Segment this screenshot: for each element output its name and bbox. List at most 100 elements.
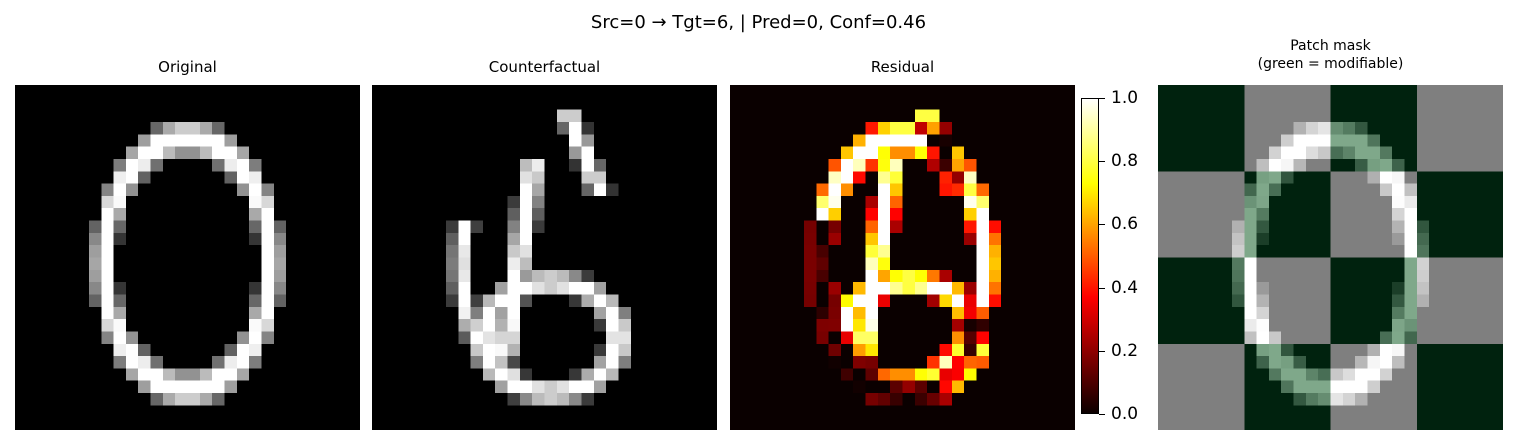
modifiable-patch-pixel: [1490, 245, 1503, 258]
residual-pixel: [890, 368, 903, 381]
original-pixel: [212, 368, 225, 381]
original-pixel: [212, 257, 225, 271]
original-pixel: [88, 405, 102, 418]
residual-pixel: [964, 195, 977, 209]
original-pixel: [187, 109, 201, 123]
counterfactual-pixel: [704, 257, 717, 271]
modifiable-patch-pixel: [1429, 208, 1442, 221]
counterfactual-pixel: [544, 245, 558, 258]
residual-pixel: [791, 195, 805, 209]
counterfactual-pixel: [372, 146, 385, 160]
original-pixel: [27, 343, 40, 357]
modifiable-patch-pixel: [1158, 294, 1171, 308]
counterfactual-pixel: [643, 195, 656, 209]
colorbar-tick-mark: [1099, 98, 1105, 99]
fixed-patch-pixel: [1416, 97, 1430, 110]
modifiable-patch-pixel: [1342, 294, 1356, 308]
counterfactual-pixel: [507, 393, 521, 406]
residual-pixel: [779, 195, 792, 209]
residual-pixel: [1001, 109, 1014, 123]
residual-pixel: [766, 109, 780, 123]
residual-pixel: [939, 232, 953, 246]
fixed-patch-pixel: [1281, 109, 1294, 123]
counterfactual-pixel: [643, 109, 656, 123]
original-pixel: [224, 158, 238, 172]
original-pixel: [323, 220, 336, 234]
counterfactual-pixel: [384, 232, 397, 246]
original-pixel: [125, 294, 139, 308]
original-pixel: [323, 195, 336, 209]
residual-pixel: [766, 269, 780, 283]
residual-pixel: [865, 306, 879, 320]
modifiable-patch-pixel: [1293, 380, 1307, 394]
fixed-patch-pixel: [1379, 195, 1393, 209]
original-pixel: [199, 158, 213, 172]
residual-pixel: [742, 146, 755, 160]
modifiable-patch-pixel: [1293, 368, 1307, 381]
counterfactual-pixel: [606, 282, 619, 295]
modifiable-patch-pixel: [1194, 158, 1208, 172]
residual-pixel: [1013, 232, 1026, 246]
modifiable-patch-pixel: [1256, 380, 1270, 394]
modifiable-patch-pixel: [1268, 245, 1282, 258]
original-pixel: [310, 257, 324, 271]
fixed-patch-pixel: [1318, 134, 1331, 147]
counterfactual-pixel: [655, 134, 668, 147]
counterfactual-pixel: [372, 368, 385, 381]
modifiable-patch-pixel: [1268, 356, 1282, 369]
fixed-patch-pixel: [1453, 269, 1467, 283]
counterfactual-pixel: [606, 220, 619, 234]
residual-pixel: [1013, 306, 1026, 320]
residual-pixel: [964, 269, 977, 283]
original-pixel: [298, 183, 311, 197]
counterfactual-pixel: [433, 294, 447, 308]
residual-pixel: [865, 208, 879, 221]
counterfactual-pixel: [519, 331, 533, 344]
counterfactual-pixel: [569, 146, 582, 160]
fixed-patch-pixel: [1379, 393, 1393, 406]
residual-pixel: [1025, 294, 1039, 308]
original-pixel: [212, 183, 225, 197]
modifiable-patch-pixel: [1231, 121, 1245, 135]
counterfactual-pixel: [581, 109, 595, 123]
fixed-patch-pixel: [1182, 171, 1196, 184]
original-pixel: [286, 220, 299, 234]
counterfactual-pixel: [704, 183, 717, 197]
original-pixel: [249, 368, 262, 381]
counterfactual-pixel: [396, 380, 410, 394]
original-pixel: [76, 343, 90, 357]
original-pixel: [113, 417, 127, 430]
counterfactual-pixel: [704, 269, 717, 283]
panel-title-residual: Residual: [870, 58, 935, 76]
original-pixel: [88, 343, 102, 357]
original-pixel: [298, 269, 311, 283]
residual-pixel: [853, 232, 866, 246]
residual-pixel: [779, 146, 792, 160]
counterfactual-pixel: [643, 282, 656, 295]
counterfactual-pixel: [482, 245, 496, 258]
original-pixel: [51, 195, 65, 209]
counterfactual-pixel: [495, 343, 508, 357]
counterfactual-pixel: [495, 417, 508, 430]
original-pixel: [224, 294, 238, 308]
counterfactual-pixel: [581, 331, 595, 344]
panel-title-original: Original: [158, 58, 217, 76]
original-pixel: [273, 245, 287, 258]
residual-pixel: [1038, 269, 1051, 283]
residual-pixel: [766, 85, 780, 98]
original-pixel: [224, 109, 238, 123]
original-pixel: [162, 417, 176, 430]
fixed-patch-pixel: [1170, 380, 1183, 394]
counterfactual-pixel: [692, 146, 705, 160]
original-pixel: [187, 134, 201, 147]
fixed-patch-pixel: [1330, 220, 1344, 234]
counterfactual-pixel: [643, 306, 656, 320]
original-pixel: [286, 380, 299, 394]
counterfactual-pixel: [618, 195, 631, 209]
modifiable-patch-pixel: [1244, 245, 1257, 258]
modifiable-patch-pixel: [1305, 232, 1319, 246]
modifiable-patch-pixel: [1379, 282, 1393, 295]
counterfactual-pixel: [556, 294, 570, 308]
counterfactual-pixel: [470, 158, 484, 172]
counterfactual-pixel: [421, 294, 434, 308]
